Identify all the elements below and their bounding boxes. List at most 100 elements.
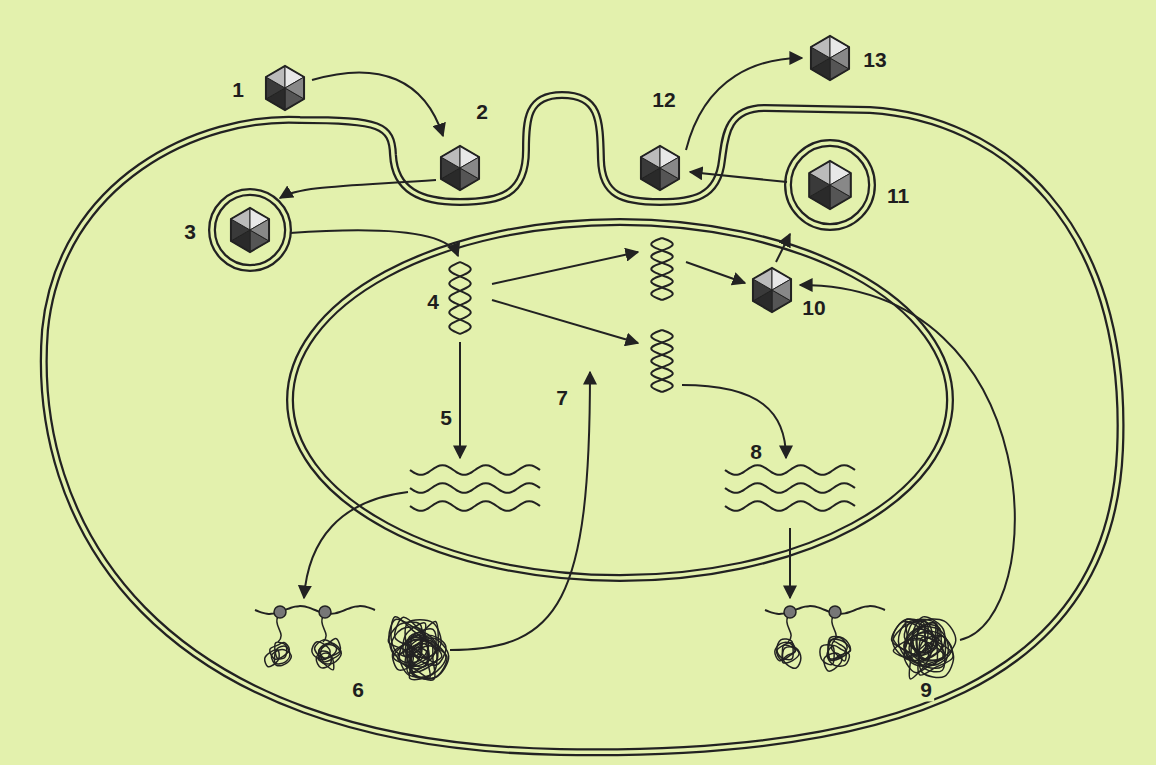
folding-protein bbox=[775, 639, 801, 668]
capsid-face bbox=[441, 146, 460, 168]
polypeptide-loop bbox=[319, 639, 341, 659]
mrna-strand bbox=[725, 501, 855, 511]
polypeptide-loop bbox=[828, 636, 851, 660]
capsid-face bbox=[753, 268, 772, 290]
flow-arrow bbox=[492, 252, 638, 284]
capsid-face bbox=[772, 279, 791, 301]
polypeptide-loop bbox=[399, 636, 437, 678]
callout-number: 7 bbox=[554, 386, 570, 409]
capsid-face bbox=[250, 219, 269, 241]
capsid-face bbox=[460, 157, 479, 179]
flow-arrow bbox=[690, 172, 787, 182]
ribosome bbox=[319, 606, 331, 618]
polypeptide-loop bbox=[904, 635, 945, 673]
callout-number: 4 bbox=[425, 290, 441, 313]
ribosome bbox=[784, 606, 796, 618]
folding-protein bbox=[312, 639, 341, 670]
dna-strand bbox=[651, 238, 672, 300]
capsid-face bbox=[830, 47, 849, 69]
callout-number: 6 bbox=[350, 678, 366, 701]
endosome-vesicle-gap bbox=[788, 143, 872, 227]
cell-membrane-gap bbox=[44, 95, 1121, 752]
flow-arrow bbox=[686, 262, 745, 283]
mrna-strand bbox=[410, 483, 540, 493]
flow-arrow bbox=[686, 58, 802, 150]
ribosome bbox=[829, 606, 841, 618]
capsid-outline bbox=[811, 36, 849, 80]
capsid-outline bbox=[753, 268, 791, 312]
dna-strand bbox=[449, 262, 470, 334]
polypeptide-loop bbox=[820, 645, 834, 665]
capsid-outline bbox=[441, 146, 479, 190]
dna-strand bbox=[651, 238, 672, 300]
capsid-face bbox=[285, 77, 304, 99]
folded-protein bbox=[388, 617, 448, 680]
dna-strand bbox=[449, 262, 470, 334]
polypeptide-loop bbox=[777, 643, 796, 661]
capsid-face bbox=[231, 208, 250, 230]
polypeptide-loop bbox=[391, 627, 428, 663]
mrna-strand bbox=[725, 465, 855, 475]
flow-arrow bbox=[789, 528, 791, 598]
capsid-face bbox=[809, 161, 830, 185]
flow-arrow bbox=[290, 230, 458, 256]
polypeptide-loop bbox=[274, 646, 289, 664]
capsid-outline bbox=[266, 66, 304, 110]
callout-number: 10 bbox=[800, 296, 827, 319]
nuclear-membrane-gap bbox=[290, 222, 950, 578]
callout-number: 3 bbox=[182, 220, 198, 243]
flow-arrow bbox=[280, 180, 436, 198]
polypeptide-loop bbox=[409, 638, 446, 680]
mrna-strand bbox=[725, 483, 855, 493]
polypeptide-loop bbox=[391, 617, 421, 657]
capsid-face bbox=[811, 36, 830, 58]
callout-number: 11 bbox=[885, 184, 911, 207]
callout-number: 1 bbox=[230, 78, 246, 101]
callout-number: 12 bbox=[650, 88, 677, 111]
mrna-strand bbox=[255, 606, 375, 614]
capsid-face bbox=[641, 146, 660, 168]
cell-membrane bbox=[44, 95, 1121, 752]
flow-arrow bbox=[776, 234, 790, 262]
endosome-vesicle-gap bbox=[212, 192, 288, 268]
flow-arrow bbox=[312, 72, 443, 136]
virion-capsid bbox=[753, 268, 791, 312]
callout-number: 8 bbox=[748, 440, 764, 463]
polypeptide-loop bbox=[270, 642, 290, 659]
mrna-strand bbox=[410, 501, 540, 511]
ribosome bbox=[274, 606, 286, 618]
flow-arrow bbox=[492, 300, 638, 343]
callout-number: 2 bbox=[474, 100, 490, 123]
dna-strand bbox=[651, 330, 672, 392]
polypeptide-loop bbox=[913, 629, 938, 655]
dna-strand bbox=[651, 330, 672, 392]
polypeptide-loop bbox=[271, 650, 291, 666]
virion-capsid bbox=[231, 208, 269, 252]
capsid-outline bbox=[641, 146, 679, 190]
polypeptide-loop bbox=[775, 642, 795, 661]
flow-arrow bbox=[450, 372, 590, 650]
callout-number: 9 bbox=[918, 678, 934, 701]
polypeptide-loop bbox=[275, 642, 287, 659]
flow-arrow bbox=[682, 385, 786, 458]
endosome-vesicle bbox=[788, 143, 872, 227]
virion-capsid bbox=[809, 161, 851, 209]
flow-arrow bbox=[304, 492, 408, 598]
capsid-face bbox=[266, 66, 285, 88]
endosome-vesicle bbox=[212, 192, 288, 268]
capsid-outline bbox=[809, 161, 851, 209]
mrna-strand bbox=[765, 606, 885, 614]
nuclear-membrane bbox=[290, 222, 950, 578]
capsid-face bbox=[830, 173, 851, 197]
flow-arrow bbox=[459, 342, 461, 458]
callout-number: 13 bbox=[861, 48, 888, 71]
virion-capsid bbox=[441, 146, 479, 190]
virion-capsid bbox=[266, 66, 304, 110]
capsid-outline bbox=[231, 208, 269, 252]
virion-capsid bbox=[811, 36, 849, 80]
folded-protein bbox=[892, 617, 956, 679]
polypeptide-loop bbox=[782, 645, 799, 663]
